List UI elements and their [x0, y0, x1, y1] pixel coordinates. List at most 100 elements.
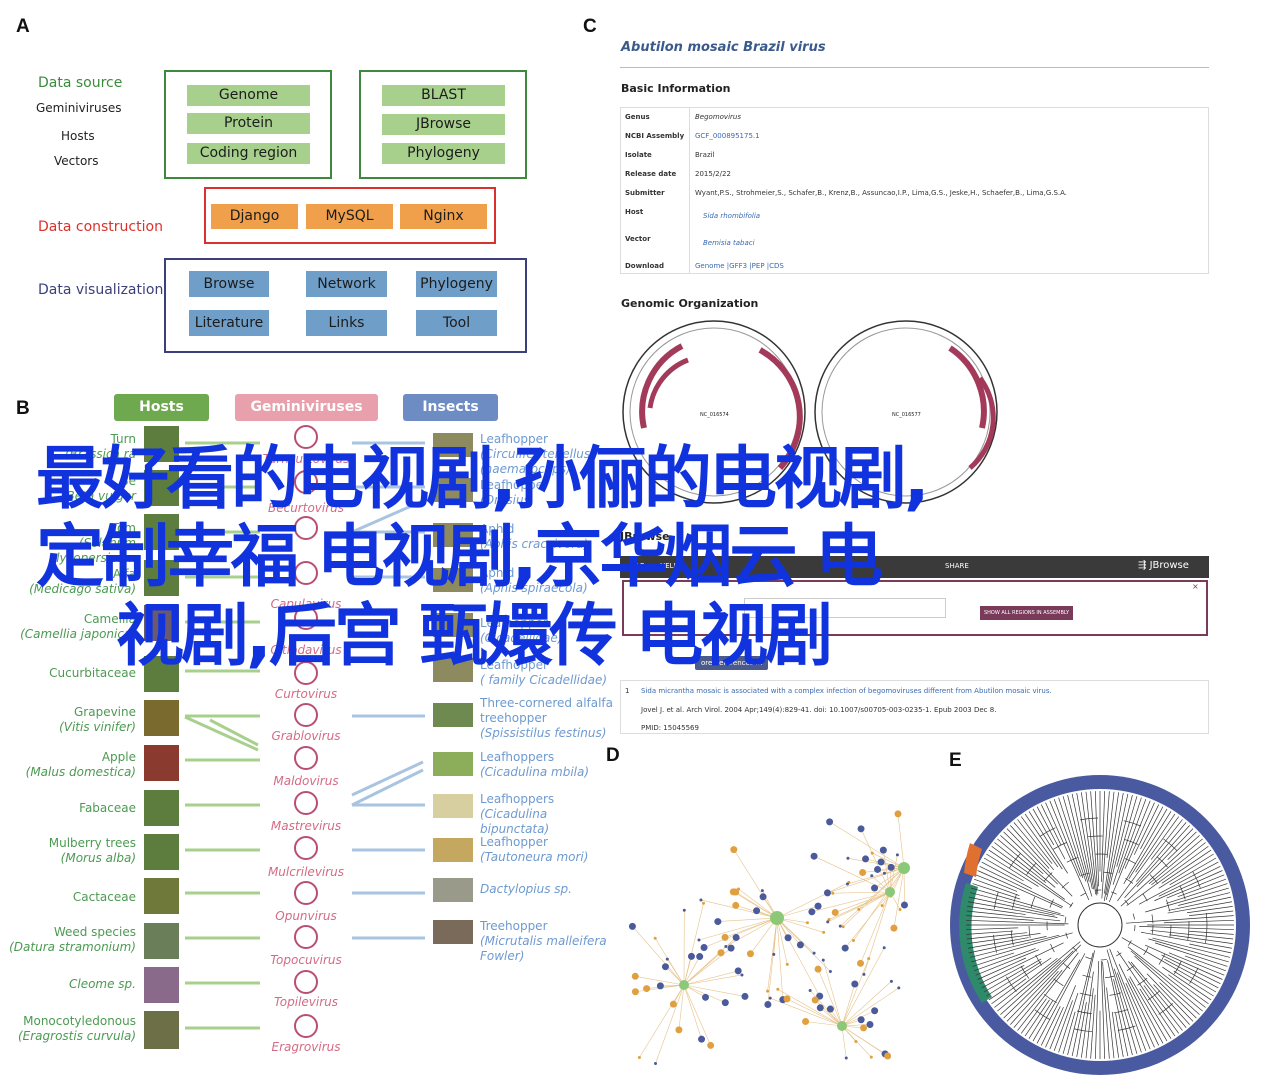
reference-number: 1	[625, 687, 630, 695]
tree-branch	[967, 937, 1029, 949]
tree-branch	[1120, 835, 1200, 907]
virus-title: Abutilon mosaic Brazil virus	[621, 40, 826, 55]
tree-arc	[992, 817, 1208, 1033]
network-node	[732, 934, 740, 942]
data-source-item: Hosts	[61, 129, 95, 143]
reference-pmid: PMID: 15045569	[641, 724, 699, 732]
insect-photo	[433, 878, 473, 902]
network-edge	[817, 969, 843, 1027]
download-links[interactable]: Genome |GFF3 |PEP |CDS	[695, 262, 784, 270]
tree-branch	[967, 906, 1026, 915]
network-edge	[893, 867, 905, 929]
reference-title-link[interactable]: Sida micrantha mosaic is associated with…	[641, 687, 1052, 695]
network-node	[653, 1062, 657, 1066]
jbrowse-dialog: SHOW ALL REGIONS IN ASSEMBLY ×	[622, 580, 1208, 636]
network-node	[697, 938, 701, 942]
jbrowse-help-menu[interactable]: HELP	[660, 562, 678, 570]
jbrowse-share-button[interactable]: SHARE	[945, 562, 969, 570]
tree-branch	[1090, 791, 1099, 895]
tree-branch	[1116, 972, 1147, 1052]
panel-letter-a: A	[16, 16, 30, 37]
vis-item-phylogeny: Phylogeny	[416, 271, 497, 297]
tree-branch	[1020, 816, 1059, 868]
tree-branch	[1010, 825, 1050, 869]
tree-branch	[1145, 887, 1229, 913]
show-all-regions-button[interactable]: SHOW ALL REGIONS IN ASSEMBLY	[980, 606, 1074, 620]
jbrowse-region-input[interactable]	[744, 598, 946, 618]
network-node	[776, 987, 780, 991]
tree-branch	[1134, 955, 1200, 1015]
vis-item-literature: Literature	[189, 310, 269, 336]
insect-photo	[433, 568, 473, 592]
tree-branch	[1032, 808, 1055, 846]
network-node	[814, 965, 822, 973]
genome-maps: NC_016574 NC_016577	[622, 320, 998, 504]
network-edge	[862, 867, 905, 873]
network-node	[784, 934, 792, 942]
tree-branch	[1130, 961, 1187, 1028]
tree-branch	[1169, 934, 1233, 944]
tree-branch	[1085, 791, 1098, 896]
network-edge	[646, 984, 685, 989]
tree-branch	[1109, 948, 1151, 1050]
tree-branch	[994, 957, 1058, 1008]
network-node	[746, 950, 754, 958]
info-key: Download	[625, 262, 665, 270]
tree-branch	[1178, 892, 1231, 906]
network-node	[702, 993, 710, 1001]
network-node	[737, 887, 741, 891]
tree-branch	[1168, 896, 1232, 911]
network-edge	[841, 1025, 847, 1059]
tree-branch	[1148, 838, 1203, 885]
insect-photo	[433, 752, 473, 776]
network-node	[846, 856, 850, 860]
tree-branch	[997, 941, 1081, 1012]
panel-letter-b: B	[16, 398, 30, 419]
info-key: Submitter	[625, 189, 665, 197]
jbrowse-heading: JBrowse	[620, 530, 670, 543]
tree-branch	[1124, 802, 1155, 869]
tree-branch	[1118, 963, 1160, 1046]
tree-branch	[1106, 791, 1115, 858]
network-node	[753, 907, 761, 915]
network-edge	[683, 956, 700, 986]
network-node	[826, 818, 834, 826]
info-value-link[interactable]: GCF_000895175.1	[695, 132, 760, 140]
references-button[interactable]: ore References In	[695, 656, 769, 670]
tree-branch	[979, 865, 1063, 908]
tree-branch	[979, 942, 1064, 985]
host-photo	[144, 605, 179, 641]
construction-item-django: Django	[211, 204, 298, 229]
host-photo	[144, 426, 179, 462]
host-label: Monocotyledonous(Eragrostis curvula)	[17, 1014, 136, 1043]
insect-photo	[433, 838, 473, 862]
network-edge	[853, 867, 905, 941]
tree-branch	[983, 857, 1024, 882]
host-photo	[144, 700, 179, 736]
info-value-link[interactable]: Bemisia tabaci	[703, 239, 755, 247]
tree-branch	[1133, 804, 1160, 855]
vis-item-tool: Tool	[416, 310, 497, 336]
host-label: Fabaceae	[79, 801, 136, 815]
tree-branch	[1100, 961, 1106, 1059]
tree-branch	[1053, 1000, 1073, 1052]
close-icon[interactable]: ×	[1192, 582, 1199, 591]
network-node	[845, 882, 849, 886]
network-hub-node	[885, 887, 895, 897]
tree-arc	[1046, 871, 1154, 979]
hosts-header: Hosts	[114, 394, 209, 421]
tree-branch	[1106, 793, 1129, 896]
host-label: Grapevine(Vitis vinifer)	[59, 705, 136, 734]
network-node	[631, 972, 639, 980]
host-photo	[144, 560, 179, 596]
info-value-link[interactable]: Sida rhombifolia	[703, 212, 761, 220]
vis-item-browse: Browse	[189, 271, 269, 297]
jbrowse-file-menu[interactable]: FILE ▾	[630, 562, 651, 570]
tree-branch	[1128, 811, 1172, 880]
tree-branch	[1167, 901, 1233, 914]
tree-branch	[1126, 845, 1209, 906]
network-node	[887, 863, 895, 871]
network-node	[734, 967, 742, 975]
geminivirus-label: Citlodavirus	[270, 643, 342, 657]
tree-branch	[986, 853, 1039, 887]
